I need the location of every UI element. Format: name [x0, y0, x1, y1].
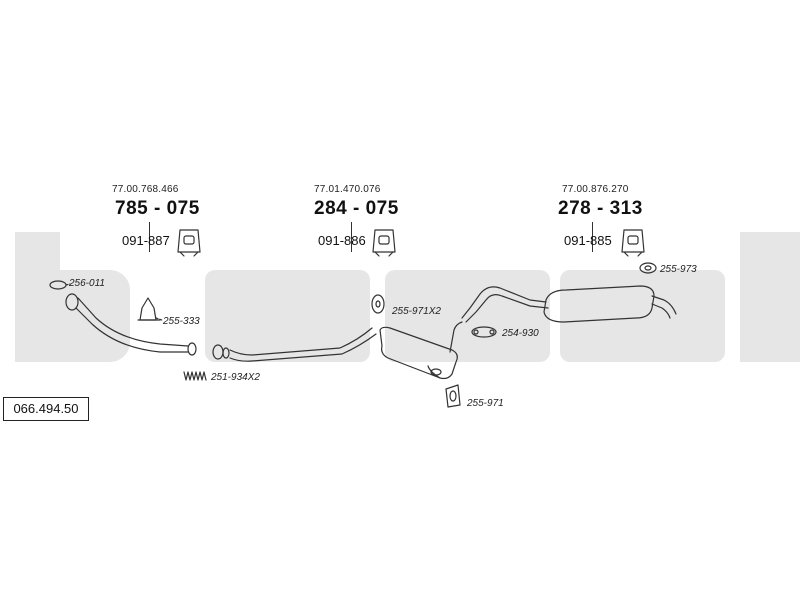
center-muffler — [379, 321, 463, 380]
callout-255-971x2: 255-971X2 — [392, 306, 441, 317]
bracket-icon — [137, 297, 161, 321]
callout-251-934: 251-934X2 — [211, 372, 260, 383]
callout-254-930: 254-930 — [502, 328, 539, 339]
callout-255-333: 255-333 — [163, 316, 200, 327]
clamp-icon — [471, 326, 497, 338]
connector-line — [592, 222, 593, 252]
mount-code: 091-885 — [564, 233, 612, 248]
part-number: 284 - 075 — [314, 198, 399, 219]
spring-icon — [183, 371, 207, 381]
rear-pipe — [461, 286, 549, 323]
hanger-icon — [371, 294, 385, 314]
connector-line — [149, 222, 150, 252]
gasket-ring-icon — [49, 280, 67, 290]
oem-number: 77.01.470.076 — [314, 184, 381, 195]
connector-line — [351, 222, 352, 252]
mount-code: 091-887 — [122, 233, 170, 248]
mount-code: 091-886 — [318, 233, 366, 248]
rubber-mount-icon — [372, 229, 396, 257]
rubber-mount-icon — [621, 229, 645, 257]
front-pipe — [65, 293, 197, 356]
oem-number: 77.00.768.466 — [112, 184, 179, 195]
callout-255-971: 255-971 — [467, 398, 504, 409]
callout-256-011: 256-011 — [69, 278, 105, 289]
hanger-icon — [445, 384, 461, 408]
rubber-ring-icon — [639, 262, 657, 274]
reference-number: 066.494.50 — [13, 401, 79, 416]
rear-muffler — [543, 285, 677, 323]
part-number: 278 - 313 — [558, 198, 643, 219]
oem-number: 77.00.876.270 — [562, 184, 629, 195]
reference-number-box: 066.494.50 — [3, 397, 89, 421]
rubber-mount-icon — [177, 229, 201, 257]
middle-pipe — [212, 327, 377, 362]
callout-255-973: 255-973 — [660, 264, 697, 275]
part-number: 785 - 075 — [115, 198, 200, 219]
